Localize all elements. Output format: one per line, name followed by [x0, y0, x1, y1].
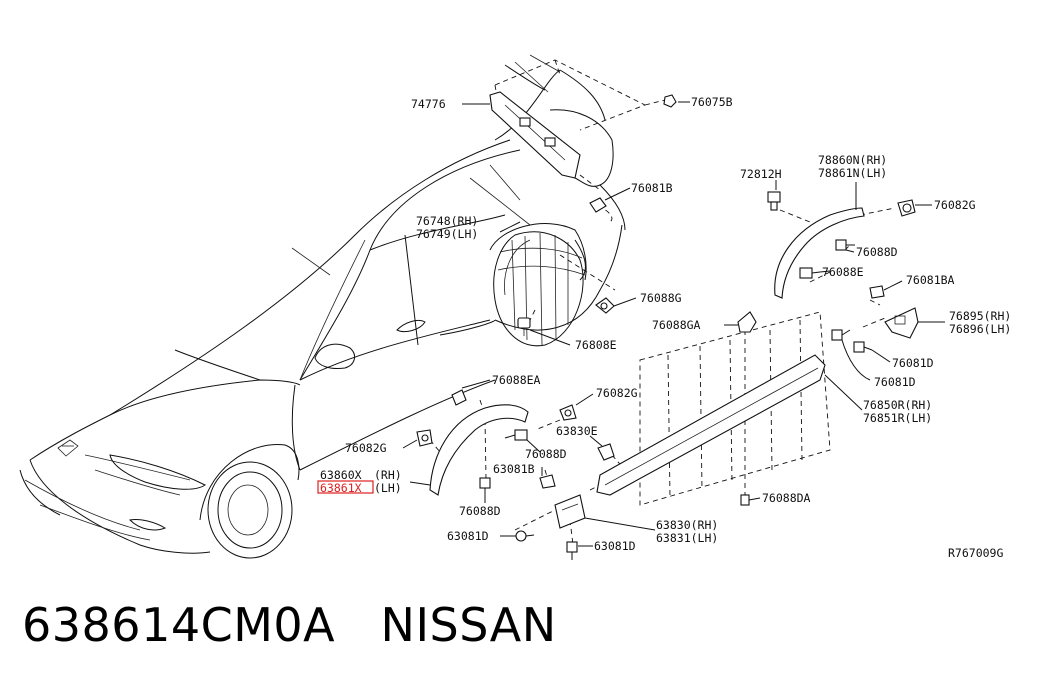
screw-76082G-mid: [559, 404, 577, 421]
label-76081D-b: 76081D: [874, 375, 916, 389]
label-76088G: 76088G: [640, 291, 682, 305]
label-76088D-upper: 76088D: [856, 245, 898, 259]
parts-diagram: 74776 76075B 76081B 76748(RH) 76749(LH) …: [19, 54, 1011, 560]
caption: 638614CM0A NISSAN: [22, 598, 557, 652]
bolt-76088DA: [740, 494, 750, 506]
bolt-76088D-mid: [504, 429, 528, 441]
label-63830: 63830(RH): [656, 518, 718, 532]
screw-76081D-a: [853, 341, 873, 353]
vehicle-outline: [19, 54, 626, 559]
clip-63830E: [597, 443, 615, 461]
clip-63081B: [539, 474, 556, 489]
label-63831: 63831(LH): [656, 531, 718, 545]
label-78860N: 78860N(RH): [818, 153, 887, 167]
clip-76808E: [517, 317, 531, 336]
label-76749: 76749(LH): [416, 227, 478, 241]
label-76088D-lower: 76088D: [459, 504, 501, 518]
bracket-63830: [554, 494, 586, 529]
label-63081B: 63081B: [493, 462, 535, 476]
label-76850R: 76850R(RH): [863, 398, 932, 412]
part-74776: [489, 91, 581, 179]
label-76088EA: 76088EA: [492, 373, 541, 387]
screw-63081D-a: [515, 530, 535, 542]
molding-78860N: [774, 207, 865, 299]
label-63861X-code: 63861X: [320, 481, 362, 495]
nut-72812H: [767, 191, 781, 211]
clip-76088GA: [737, 311, 757, 333]
clip-76088E: [799, 267, 821, 279]
screw-76082G-upper: [897, 199, 916, 217]
diagram-ref-code: R767009G: [948, 546, 1003, 560]
clip-76088EA: [451, 389, 467, 406]
label-76088GA: 76088GA: [652, 318, 701, 332]
label-63860X-code: 63860X: [320, 468, 362, 482]
label-76851R: 76851R(LH): [863, 411, 932, 425]
label-63861X-side: (LH): [374, 481, 402, 495]
label-76748: 76748(RH): [416, 214, 478, 228]
label-76088D-mid: 76088D: [525, 447, 567, 461]
caption-brand: NISSAN: [380, 598, 557, 652]
callout-leaders: [402, 101, 945, 547]
label-63830E: 63830E: [556, 424, 598, 438]
bolt-76088D-lower: [479, 477, 491, 496]
mudguard-76895: [884, 307, 919, 339]
label-63081D-b: 63081D: [594, 539, 636, 553]
screw-76081D-b: [831, 329, 851, 341]
clip-76081BA: [869, 285, 885, 299]
grommet-76088G: [595, 297, 615, 314]
callout-labels: 74776 76075B 76081B 76748(RH) 76749(LH) …: [317, 95, 1011, 560]
label-76895: 76895(RH): [949, 309, 1011, 323]
sill-molding-76850R: [596, 354, 826, 496]
clip-76075B: [663, 94, 677, 108]
label-72812H: 72812H: [740, 167, 782, 181]
label-76081B: 76081B: [631, 181, 673, 195]
highlight-box: [317, 480, 374, 494]
clip-76081B: [589, 197, 607, 213]
label-76082G-mid: 76082G: [596, 386, 638, 400]
label-78861N: 78861N(LH): [818, 166, 887, 180]
label-76082G-left: 76082G: [345, 441, 387, 455]
label-63860X-side: (RH): [374, 468, 402, 482]
parts: [416, 91, 919, 560]
label-63081D-a: 63081D: [447, 529, 489, 543]
label-76082G-upper: 76082G: [934, 198, 976, 212]
screw-76082G-left: [416, 429, 433, 447]
bolt-76088D-upper: [835, 239, 855, 251]
label-76075B: 76075B: [691, 95, 733, 109]
label-74776: 74776: [411, 97, 446, 111]
caption-part-number: 638614CM0A: [22, 598, 336, 652]
label-76081BA: 76081BA: [906, 273, 955, 287]
screw-63081D-b: [566, 541, 578, 560]
label-76088E: 76088E: [822, 265, 864, 279]
label-76081D-a: 76081D: [892, 356, 934, 370]
label-76808E: 76808E: [575, 338, 617, 352]
label-76088DA: 76088DA: [762, 491, 811, 505]
label-76896: 76896(LH): [949, 322, 1011, 336]
molding-63860X: [429, 404, 529, 496]
